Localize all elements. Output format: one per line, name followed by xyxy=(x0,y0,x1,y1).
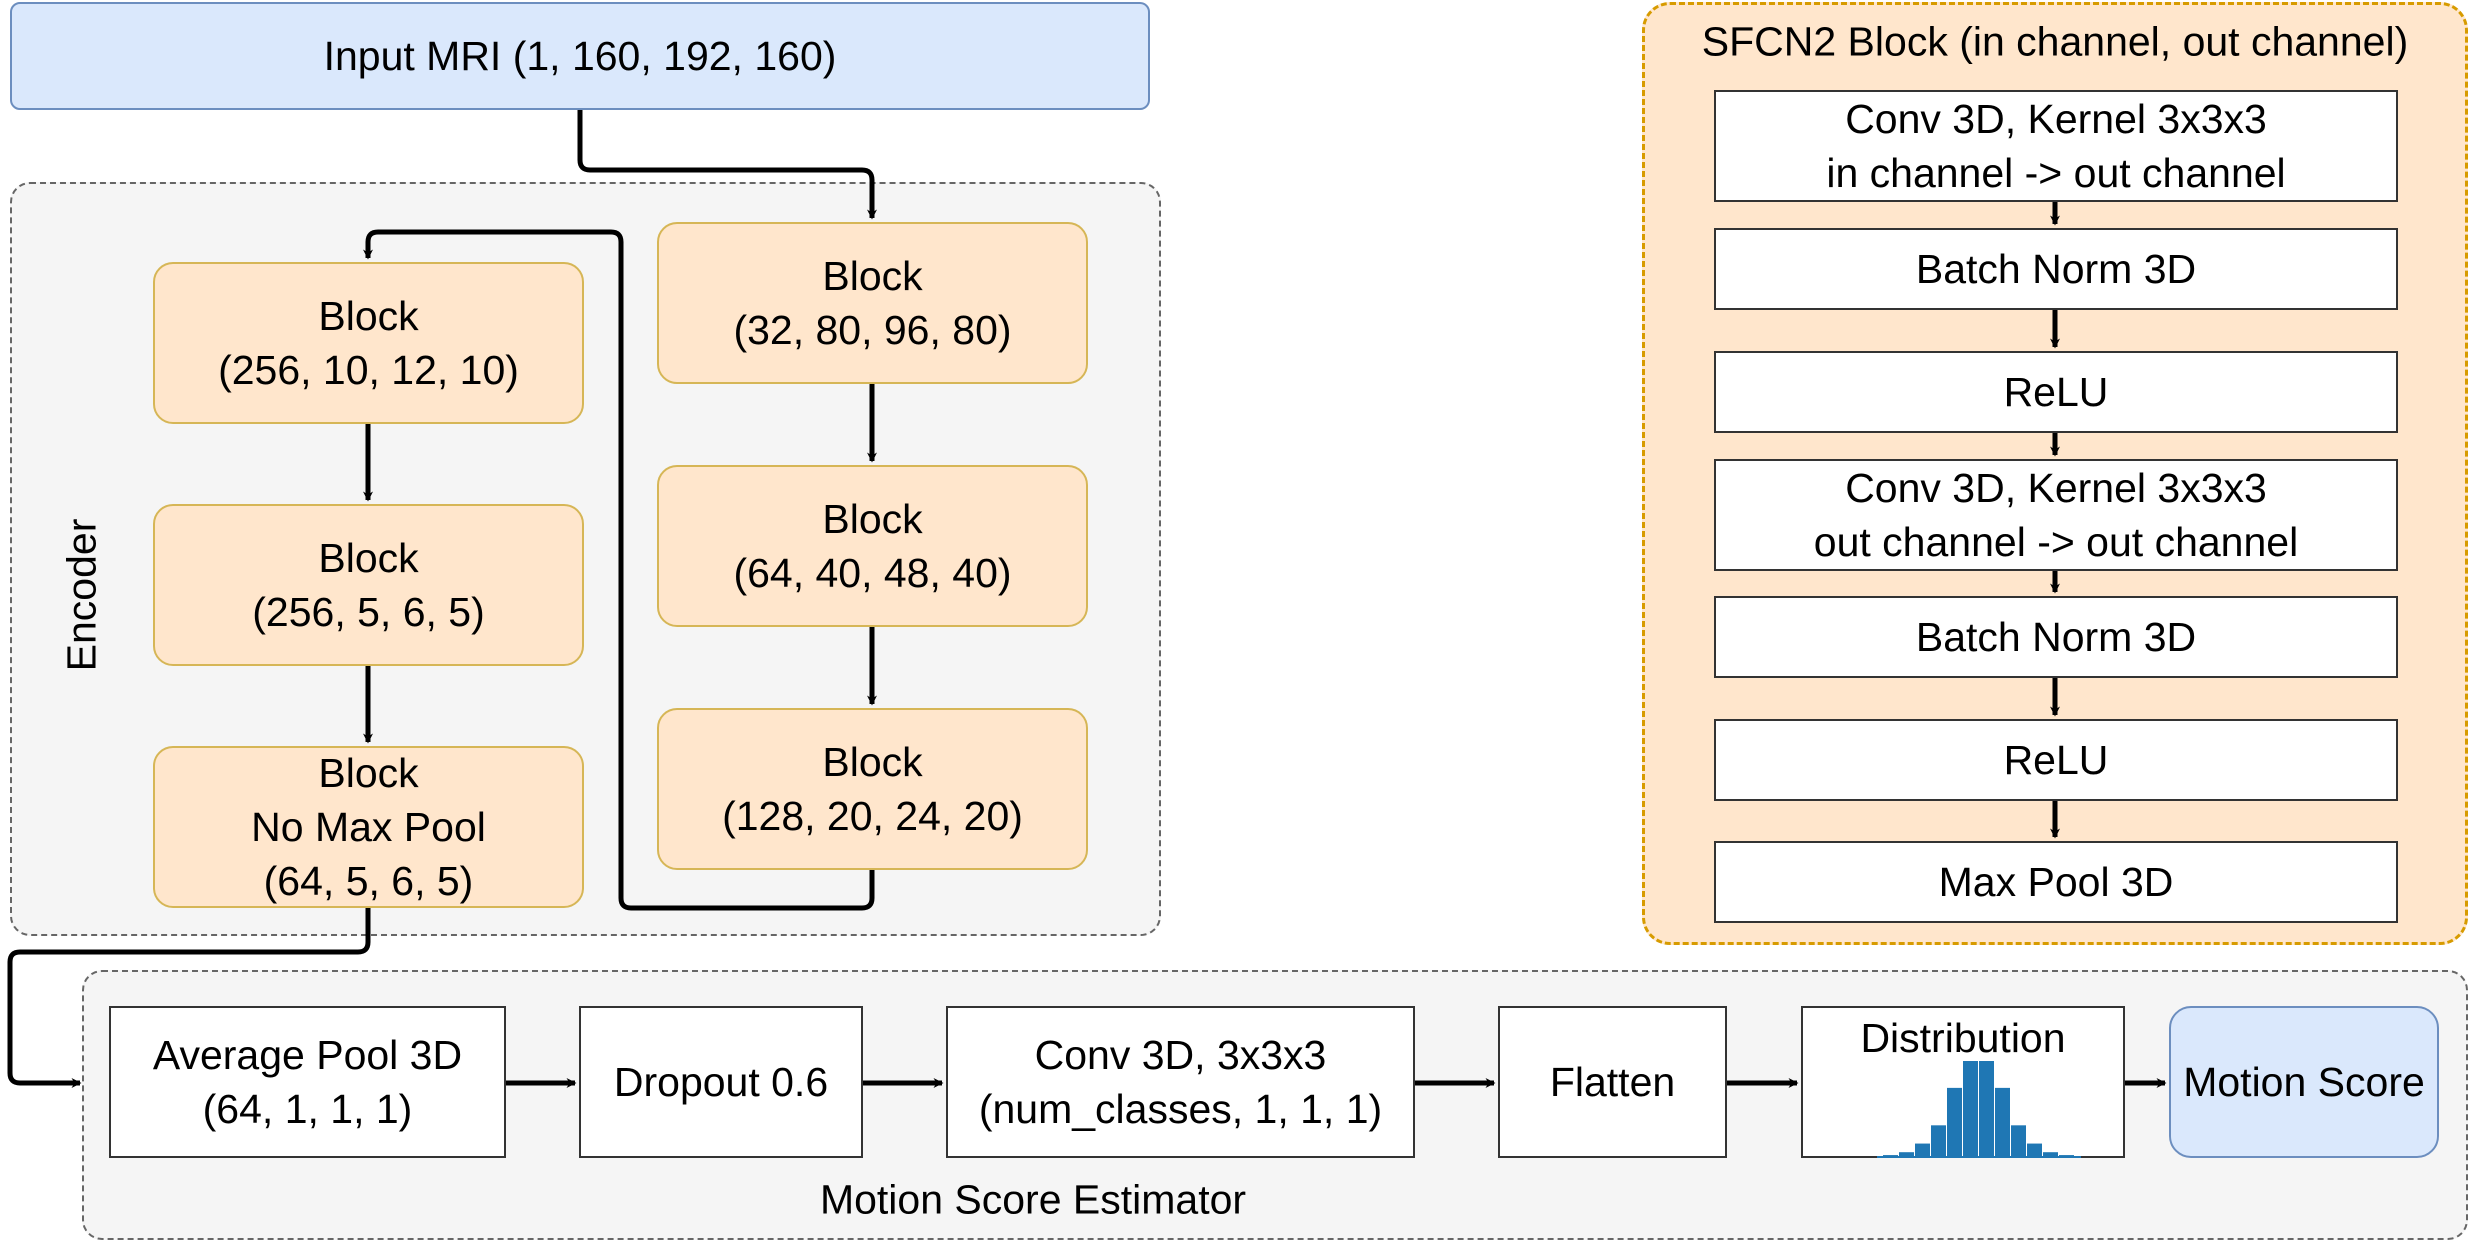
step-line1: Batch Norm 3D xyxy=(1915,246,2197,292)
histogram-bar xyxy=(1931,1125,1946,1157)
block-title: Block xyxy=(318,750,419,796)
step-line1: Dropout 0.6 xyxy=(613,1059,829,1105)
edge-block6-estimator xyxy=(7,908,371,1088)
sfcn2-title: SFCN2 Block (in channel, out channel) xyxy=(1701,18,2409,65)
block-dims: (256, 10, 12, 10) xyxy=(218,347,519,393)
histogram-bar xyxy=(1963,1061,1978,1157)
block-title: Block xyxy=(318,535,419,581)
encoder-block-4: Block (256, 10, 12, 10) xyxy=(153,262,584,424)
sfcn2-step-batchnorm1: Batch Norm 3D xyxy=(1714,228,2398,310)
input-mri-node: Input MRI (1, 160, 192, 160) xyxy=(10,2,1150,110)
histogram-bar xyxy=(1899,1152,1914,1157)
estimator-avgpool: Average Pool 3D (64, 1, 1, 1) xyxy=(109,1006,506,1158)
sfcn2-step-maxpool: Max Pool 3D xyxy=(1714,841,2398,923)
motion-score-label: Motion Score xyxy=(2183,1059,2425,1105)
step-line2: out channel -> out channel xyxy=(1813,519,2299,565)
edge-block3-block4 xyxy=(363,229,875,911)
histogram-bar xyxy=(1995,1087,2010,1157)
block-title: Block xyxy=(822,253,923,299)
sfcn2-step-conv2: Conv 3D, Kernel 3x3x3 out channel -> out… xyxy=(1714,459,2398,571)
input-mri-label: Input MRI (1, 160, 192, 160) xyxy=(323,33,837,79)
motion-score-node: Motion Score xyxy=(2169,1006,2439,1158)
distribution-histogram xyxy=(1877,1061,2081,1158)
step-line1: Batch Norm 3D xyxy=(1915,614,2197,660)
estimator-label: Motion Score Estimator xyxy=(819,1176,1247,1223)
encoder-block-3: Block (128, 20, 24, 20) xyxy=(657,708,1088,870)
encoder-block-2: Block (64, 40, 48, 40) xyxy=(657,465,1088,627)
step-line1: Average Pool 3D xyxy=(152,1032,463,1078)
step-line1: ReLU xyxy=(2003,369,2109,415)
step-line1: ReLU xyxy=(2003,737,2109,783)
histogram-bar xyxy=(1947,1087,1962,1157)
step-line1: Conv 3D, Kernel 3x3x3 xyxy=(1845,96,2267,142)
step-line1: Max Pool 3D xyxy=(1938,859,2174,905)
block-subtitle: No Max Pool xyxy=(251,804,486,850)
block-dims: (64, 5, 6, 5) xyxy=(263,858,474,904)
block-dims: (32, 80, 96, 80) xyxy=(733,307,1012,353)
histogram-bar xyxy=(1915,1143,1930,1157)
block-title: Block xyxy=(822,496,923,542)
histogram-bar xyxy=(2043,1152,2058,1157)
step-line2: in channel -> out channel xyxy=(1826,150,2286,196)
encoder-block-1: Block (32, 80, 96, 80) xyxy=(657,222,1088,384)
sfcn2-step-relu1: ReLU xyxy=(1714,351,2398,433)
block-title: Block xyxy=(318,293,419,339)
edge-input-block1 xyxy=(577,110,877,220)
encoder-block-5: Block (256, 5, 6, 5) xyxy=(153,504,584,666)
estimator-dropout: Dropout 0.6 xyxy=(579,1006,863,1158)
estimator-conv: Conv 3D, 3x3x3 (num_classes, 1, 1, 1) xyxy=(946,1006,1415,1158)
step-line1: Conv 3D, 3x3x3 xyxy=(1034,1032,1327,1078)
step-line1: Conv 3D, Kernel 3x3x3 xyxy=(1845,465,2267,511)
step-line2: (64, 1, 1, 1) xyxy=(202,1086,413,1132)
encoder-block-6: Block No Max Pool (64, 5, 6, 5) xyxy=(153,746,584,908)
block-dims: (64, 40, 48, 40) xyxy=(733,550,1012,596)
histogram-bar xyxy=(2027,1143,2042,1157)
step-line1: Flatten xyxy=(1549,1059,1676,1105)
block-dims: (128, 20, 24, 20) xyxy=(722,793,1023,839)
estimator-flatten: Flatten xyxy=(1498,1006,1727,1158)
sfcn2-step-batchnorm2: Batch Norm 3D xyxy=(1714,596,2398,678)
block-title: Block xyxy=(822,739,923,785)
block-dims: (256, 5, 6, 5) xyxy=(252,589,485,635)
step-line2: (num_classes, 1, 1, 1) xyxy=(978,1086,1383,1132)
sfcn2-step-conv1: Conv 3D, Kernel 3x3x3 in channel -> out … xyxy=(1714,90,2398,202)
histogram-bar xyxy=(1979,1061,1994,1157)
histogram-bar xyxy=(2011,1125,2026,1157)
sfcn2-step-relu2: ReLU xyxy=(1714,719,2398,801)
step-line1: Distribution xyxy=(1860,1015,2066,1061)
